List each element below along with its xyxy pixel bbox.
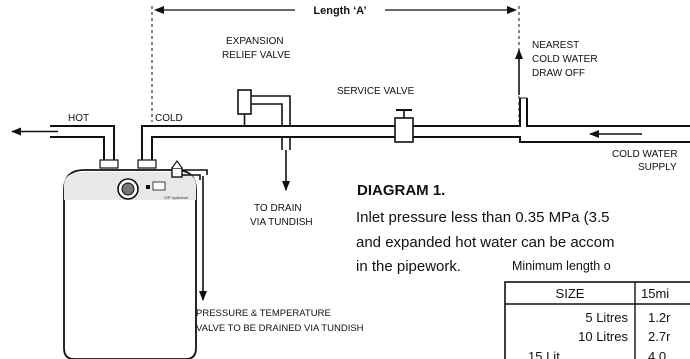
paragraph-line1: Inlet pressure less than 0.35 MPa (3.5 bbox=[356, 209, 609, 226]
draw-off-label-line2: COLD WATER bbox=[532, 54, 598, 65]
cold-main-pipe bbox=[141, 97, 690, 160]
length-a-label: Length ‘A’ bbox=[313, 5, 366, 17]
table-row: 15 Lit bbox=[528, 349, 560, 359]
ptr-valve-icon bbox=[171, 159, 208, 180]
table-cell: 1.2r bbox=[648, 310, 671, 325]
ptr-label-line2: VALVE TO BE DRAINED VIA TUNDISH bbox=[196, 323, 364, 334]
hot-pipe bbox=[50, 125, 115, 162]
diagram-title: DIAGRAM 1. bbox=[357, 182, 445, 199]
expansion-relief-valve-icon bbox=[237, 89, 291, 150]
table-row: 5 Litres bbox=[585, 310, 628, 325]
to-drain-label-line2: VIA TUNDISH bbox=[250, 217, 313, 228]
ptr-label-line1: PRESSURE & TEMPERATURE bbox=[196, 308, 331, 319]
expansion-valve-label-line1: EXPANSION bbox=[226, 36, 284, 47]
paragraph-line3: in the pipework. bbox=[356, 258, 461, 275]
service-valve-label: SERVICE VALVE bbox=[337, 86, 415, 97]
cold-label: COLD bbox=[155, 113, 183, 124]
min-length-table: SIZE 15mi 5 Litres 1.2r 10 Litres 2.7r 1… bbox=[504, 281, 690, 359]
draw-off-label-line1: NEAREST bbox=[532, 40, 579, 51]
hot-label: HOT bbox=[68, 113, 89, 124]
paragraph-line2: and expanded hot water can be accom bbox=[356, 234, 615, 251]
cold-supply-label-line2: SUPPLY bbox=[638, 162, 677, 173]
table-cell: 4.0 bbox=[648, 349, 666, 359]
table-header-size: SIZE bbox=[556, 286, 585, 301]
expansion-valve-label-line2: RELIEF VALVE bbox=[222, 50, 291, 61]
water-heater: ZIP hydroboil bbox=[63, 159, 197, 359]
table-cell: 2.7r bbox=[648, 329, 671, 344]
table-row: 10 Litres bbox=[578, 329, 628, 344]
draw-off-label-line3: DRAW OFF bbox=[532, 68, 585, 79]
table-caption: Minimum length o bbox=[512, 259, 611, 273]
service-valve-icon bbox=[394, 109, 414, 143]
cold-supply-label-line1: COLD WATER bbox=[612, 149, 678, 160]
length-a-dimension: Length ‘A’ bbox=[151, 5, 520, 122]
to-drain-label-line1: TO DRAIN bbox=[254, 203, 302, 214]
table-header-15mm: 15mi bbox=[641, 286, 669, 301]
heater-brand: ZIP hydroboil bbox=[164, 195, 188, 200]
